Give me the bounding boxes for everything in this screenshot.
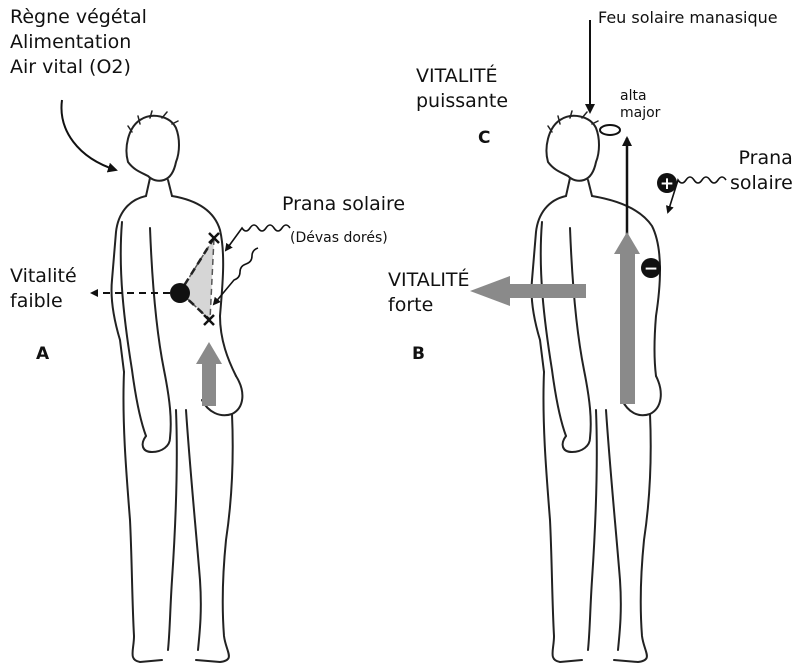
human-figure-a <box>111 111 242 662</box>
weak-vitality-line-2: faible <box>10 289 77 314</box>
powerful-vitality-line-2: puissante <box>416 89 508 114</box>
vital-triangle <box>180 238 214 320</box>
source-line-3: Air vital (O2) <box>10 55 147 80</box>
weak-vitality-line-1: Vitalité <box>10 264 77 289</box>
grey-spine-arrow <box>614 232 640 404</box>
minus-pole: − <box>641 258 661 279</box>
source-line-1: Règne végétal <box>10 5 147 30</box>
powerful-vitality-label: VITALITÉ puissante <box>416 64 508 114</box>
powerful-vitality-line-1: VITALITÉ <box>416 64 508 89</box>
alta-major-ellipse <box>600 125 620 135</box>
prana-solaire-label-a: Prana solaire <box>282 192 405 217</box>
source-label: Règne végétal Alimentation Air vital (O2… <box>10 5 147 80</box>
figure-letter-b: B <box>412 344 425 364</box>
vitality-node <box>170 283 190 303</box>
grey-up-arrow-a <box>196 342 222 406</box>
prana-wave-upper <box>226 225 290 250</box>
strong-vitality-label: VITALITÉ forte <box>388 268 470 318</box>
strong-vitality-line-2: forte <box>388 293 470 318</box>
solaire-line: solaire <box>730 171 793 196</box>
source-line-2: Alimentation <box>10 30 147 55</box>
alta-line: alta <box>620 88 660 105</box>
alta-major-label: alta major <box>620 88 660 122</box>
prana-wave-lower <box>214 248 258 304</box>
prana-wave-b <box>668 177 726 212</box>
plus-symbol: + <box>660 174 674 194</box>
prana-solaire-label-b: Prana solaire <box>730 146 793 196</box>
figure-a-annotations <box>61 100 290 406</box>
weak-vitality-label: Vitalité faible <box>10 264 77 314</box>
devas-label: (Dévas dorés) <box>290 230 388 247</box>
figure-letter-a: A <box>36 344 49 364</box>
source-arrow <box>61 100 116 170</box>
strong-vitality-line-1: VITALITÉ <box>388 268 470 293</box>
strong-vitality-arrow <box>470 276 586 306</box>
figure-letter-c: C <box>478 128 490 148</box>
minus-symbol: − <box>644 259 658 279</box>
major-line: major <box>620 105 660 122</box>
prana-line: Prana <box>730 146 793 171</box>
solar-fire-label: Feu solaire manasique <box>598 8 778 28</box>
human-figure-b <box>531 111 660 662</box>
figure-b-annotations: + − <box>470 20 726 404</box>
